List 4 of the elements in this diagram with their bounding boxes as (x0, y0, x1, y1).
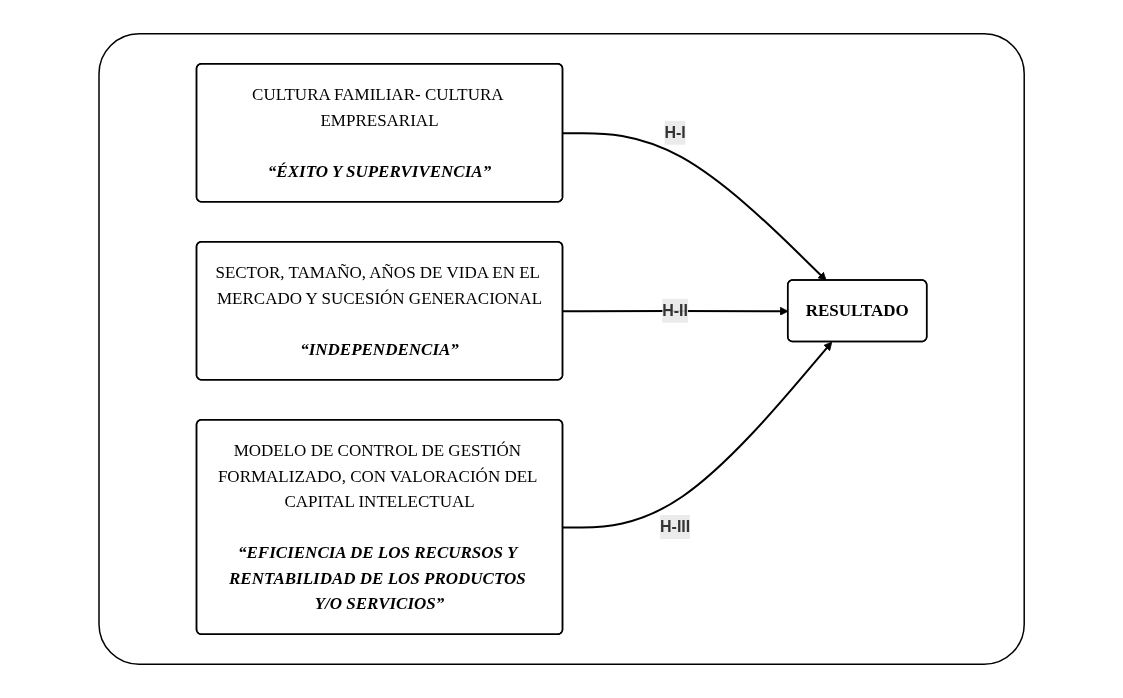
edge-label: H-I (664, 123, 686, 141)
cluster (98, 33, 1025, 665)
edge-label: H-III (659, 518, 691, 535)
edge-label: H-II (662, 301, 688, 319)
